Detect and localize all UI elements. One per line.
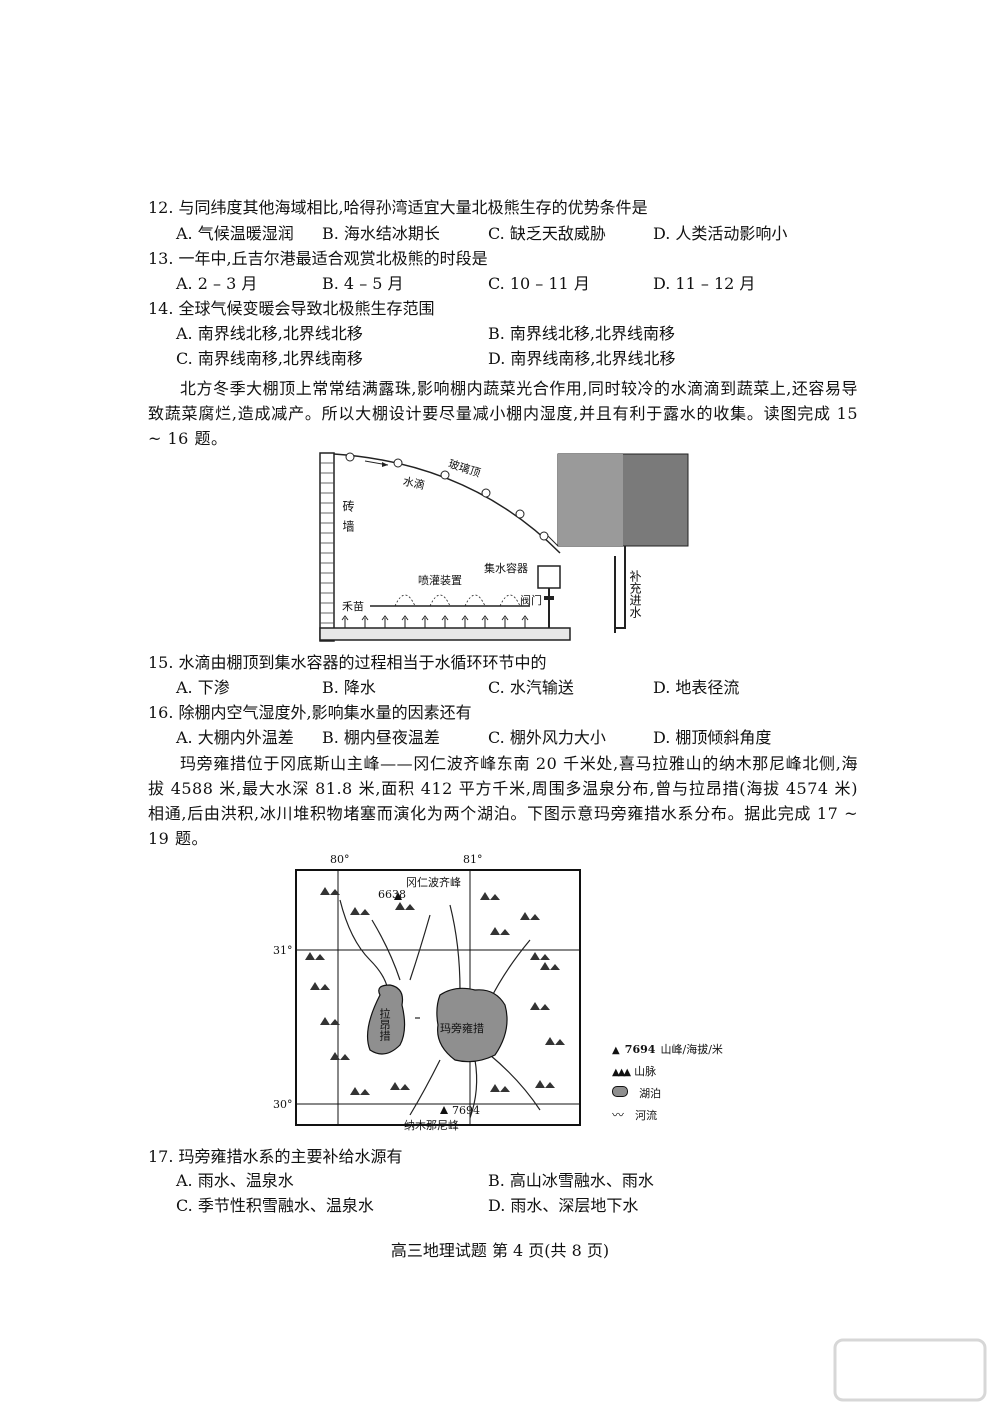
q14-option-c: C. 南界线南移,北界线南移 [176, 349, 363, 368]
legend-mountains-label: 山脉 [634, 1065, 657, 1078]
map-lon-81: 81° [463, 853, 483, 866]
map-peak-south-name: 纳木那尼峰 [404, 1119, 459, 1132]
q14-option-b: B. 南界线北移,北界线南移 [488, 324, 676, 343]
legend-peak: ▲ 7694 山峰/海拔/米 [612, 1038, 723, 1060]
q16-option-a: A. 大棚内外温差 [176, 728, 294, 747]
q15-option-a: A. 下渗 [176, 678, 230, 697]
lake-icon [612, 1086, 628, 1097]
question-15-stem: 15. 水滴由棚顶到集水容器的过程相当于水循环环节中的 [148, 653, 547, 672]
legend-peak-alt: 7694 [624, 1043, 656, 1056]
q17-option-b: B. 高山冰雪融水、雨水 [488, 1171, 654, 1190]
map-lake-west-label: 拉昂措 [378, 1008, 391, 1041]
lake-system-map [295, 869, 581, 1126]
legend-lake-label: 湖泊 [639, 1087, 662, 1100]
label-collector: 集水容器 [484, 562, 528, 575]
river-icon: 〰 [612, 1108, 625, 1122]
water-collector [537, 565, 561, 589]
q16-option-c: C. 棚外风力大小 [488, 728, 606, 747]
q17-option-a: A. 雨水、温泉水 [176, 1171, 294, 1190]
legend-river: 〰 河流 [612, 1104, 723, 1126]
legend-lake: 湖泊 [612, 1082, 723, 1104]
map-lat-30: 30° [273, 1098, 293, 1111]
q13-option-b: B. 4 – 5 月 [322, 274, 404, 293]
legend-river-label: 河流 [635, 1109, 658, 1122]
q14-option-a: A. 南界线北移,北界线北移 [176, 324, 363, 343]
q15-option-d: D. 地表径流 [653, 678, 740, 697]
mountain-range-icon: ▲▲▲ [612, 1067, 631, 1078]
lake-lang-co [367, 984, 406, 1055]
q13-option-c: C. 10 – 11 月 [488, 274, 590, 293]
page-footer: 高三地理试题 第 4 页(共 8 页) [390, 1241, 610, 1260]
q17-option-c: C. 季节性积雪融水、温泉水 [176, 1196, 374, 1215]
map-legend: ▲ 7694 山峰/海拔/米 ▲▲▲ 山脉 湖泊 〰 河流 [612, 1038, 723, 1126]
q14-option-d: D. 南界线南移,北界线北移 [488, 349, 676, 368]
passage-mapam-yumco: 玛旁雍措位于冈底斯山主峰——冈仁波齐峰东南 20 千米处,喜马拉雅山的纳木那尼峰… [148, 754, 858, 848]
legend-peak-label: 山峰/海拔/米 [660, 1043, 723, 1056]
map-peak-south-alt: 7694 [452, 1104, 480, 1117]
q12-option-c: C. 缺乏天敌威胁 [488, 224, 606, 243]
q13-option-d: D. 11 – 12 月 [653, 274, 756, 293]
question-14-stem: 14. 全球气候变暖会导致北极熊生存范围 [148, 299, 435, 318]
label-refill: 补充进水 [628, 570, 642, 618]
legend-mountains: ▲▲▲ 山脉 [612, 1060, 723, 1082]
map-lon-80: 80° [330, 853, 350, 866]
passage-greenhouse: 北方冬季大棚顶上常常结满露珠,影响棚内蔬菜光合作用,同时较冷的水滴滴到蔬菜上,还… [148, 379, 858, 448]
greenhouse-diagram [319, 452, 689, 642]
label-brick-wall: 砖墙 [341, 500, 355, 540]
label-sprinkler: 喷灌装置 [418, 574, 462, 587]
valve-icon [544, 596, 554, 600]
map-peak-north-name: 冈仁波齐峰 [406, 876, 461, 889]
question-16-stem: 16. 除棚内空气湿度外,影响集水量的因素还有 [148, 703, 472, 722]
q16-option-d: D. 棚顶倾斜角度 [653, 728, 772, 747]
corner-logo [833, 1338, 987, 1402]
q13-option-a: A. 2 – 3 月 [176, 274, 258, 293]
label-valve: 阀门 [520, 594, 542, 607]
question-17-stem: 17. 玛旁雍措水系的主要补给水源有 [148, 1147, 403, 1166]
peak-kailash-icon [394, 892, 402, 900]
map-lat-31: 31° [273, 944, 293, 957]
q15-option-b: B. 降水 [322, 678, 376, 697]
q12-option-a: A. 气候温暖湿润 [176, 224, 294, 243]
question-12-stem: 12. 与同纬度其他海域相比,哈得孙湾适宜大量北极熊生存的优势条件是 [148, 198, 648, 217]
peak-naimona-nyi-icon [440, 1106, 448, 1114]
q12-option-d: D. 人类活动影响小 [653, 224, 788, 243]
q16-option-b: B. 棚内昼夜温差 [322, 728, 440, 747]
question-13-stem: 13. 一年中,丘吉尔港最适合观赏北极熊的时段是 [148, 249, 488, 268]
map-lake-east-label: 玛旁雍措 [440, 1022, 484, 1035]
q12-option-b: B. 海水结冰期长 [322, 224, 440, 243]
q15-option-c: C. 水汽输送 [488, 678, 574, 697]
q17-option-d: D. 雨水、深层地下水 [488, 1196, 639, 1215]
label-seedlings: 禾苗 [342, 600, 364, 613]
map-peak-north-alt: 6638 [378, 888, 406, 901]
legend-peak-icon: ▲ [612, 1045, 620, 1056]
lake-mapam-yumco [436, 987, 508, 1063]
